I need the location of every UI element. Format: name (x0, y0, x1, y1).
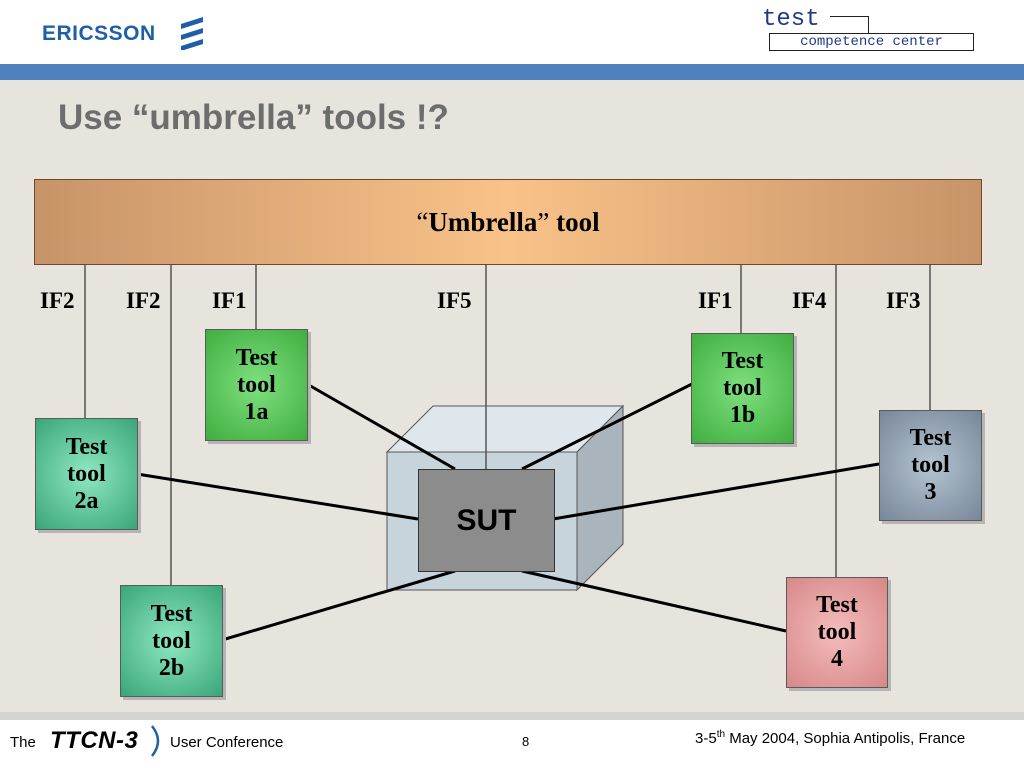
test-tool-4: Test tool 4 (786, 577, 888, 688)
tcc-logo-caption: competence center (769, 33, 974, 51)
test-tool-1a: Test tool 1a (205, 329, 308, 441)
footer-date: 3-5th May 2004, Sophia Antipolis, France (695, 729, 965, 747)
footer-the: The (10, 734, 36, 751)
header-bar (0, 64, 1024, 80)
ericsson-logo: ERICSSON (42, 22, 156, 45)
test-tool-3: Test tool 3 (879, 410, 982, 521)
test-tool-1b: Test tool 1b (691, 333, 794, 444)
if1-right-label: IF1 (698, 288, 733, 313)
umbrella-word: Umbrella (428, 206, 538, 237)
ericsson-stripes-icon (181, 17, 203, 50)
slide-title: Use “umbrella” tools !? (58, 98, 449, 137)
sut-to-4 (521, 569, 787, 633)
footer (0, 712, 1024, 768)
sut-to-1b (521, 382, 693, 471)
umbrella-open-quote: “ (416, 206, 429, 237)
sut-to-2b (221, 569, 456, 642)
if2-left-label: IF2 (40, 288, 75, 313)
footer-conference: User Conference (170, 734, 284, 751)
umbrella-close-quote: ” (537, 206, 550, 237)
ttcn3-logo: TTCN-3 (50, 727, 139, 754)
umbrella-tool-box: “Umbrella” tool (34, 179, 982, 265)
if3-label: IF3 (886, 288, 921, 313)
sut-to-1a (306, 382, 456, 471)
header (0, 0, 1024, 64)
umbrella-rest: tool (549, 206, 600, 237)
footer-date-rest: May 2004, Sophia Antipolis, France (725, 730, 966, 747)
tcc-logo-line (830, 16, 869, 33)
footer-date-prefix: 3-5 (695, 730, 717, 747)
sut-to-2a (136, 472, 419, 521)
sut-box: SUT (418, 469, 555, 572)
tcc-logo-test: test (762, 6, 820, 33)
test-tool-2a: Test tool 2a (35, 418, 138, 530)
test-tool-2b: Test tool 2b (120, 585, 223, 697)
ttcn3-swoosh-icon (150, 725, 160, 757)
cube-side (576, 404, 624, 592)
footer-date-sup: th (716, 729, 726, 740)
if5-label: IF5 (437, 288, 472, 313)
if2-mid-label: IF2 (126, 288, 161, 313)
sut-to-3 (552, 462, 880, 521)
footer-page-number: 8 (522, 734, 530, 749)
if4-label: IF4 (792, 288, 827, 313)
if1-left-label: IF1 (212, 288, 247, 313)
